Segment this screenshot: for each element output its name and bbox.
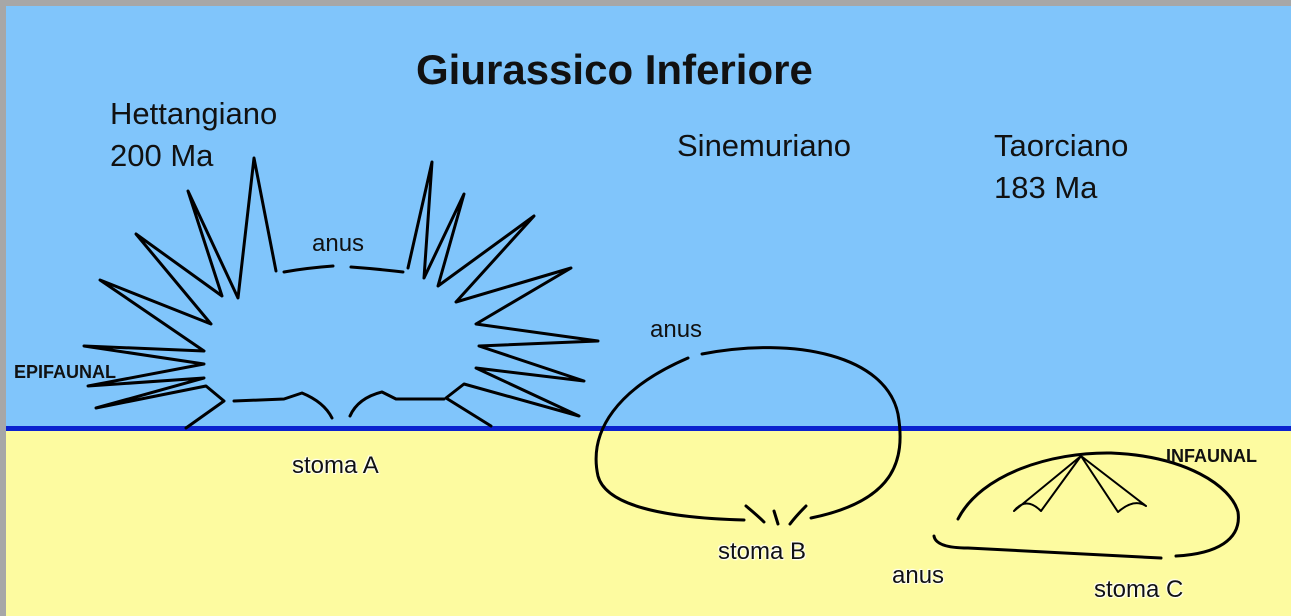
echinoid-b [596,348,900,524]
echinoid-a [84,158,598,428]
label-anus-c: anus [892,562,944,590]
echinoid-a-spines-left [84,158,276,428]
stage-name-sinemurian: Sinemuriano [677,128,851,164]
stage-age-toarcian: 183 Ma [994,170,1097,206]
echinoid-b-test-right [702,348,900,518]
label-stoma-a: stoma A [292,452,379,480]
echinoid-b-test [596,358,744,520]
echinoid-c [934,453,1238,558]
label-anus-b: anus [650,316,702,344]
stage-name-hettangian: Hettangiano [110,96,277,132]
diagram-canvas: Giurassico Inferiore Hettangiano 200 Ma … [6,6,1291,616]
label-stoma-c: stoma C [1094,576,1183,604]
zone-label-infaunal: INFAUNAL [1166,446,1257,467]
echinoid-a-spines-right [408,162,598,426]
echinoid-a-oral-right [350,392,444,416]
label-anus-a: anus [312,230,364,258]
label-stoma-b: stoma B [718,538,806,566]
zone-label-epifaunal: EPIFAUNAL [14,362,116,383]
diagram-title: Giurassico Inferiore [416,46,813,94]
echinoid-a-top-left [284,266,333,272]
echinoid-c-base [934,536,1161,558]
stage-name-toarcian: Taorciano [994,128,1128,164]
echinoid-a-top-right [351,267,403,272]
stage-age-hettangian: 200 Ma [110,138,213,174]
echinoid-a-oral-left [234,393,332,418]
echinoid-b-stoma [746,506,806,524]
